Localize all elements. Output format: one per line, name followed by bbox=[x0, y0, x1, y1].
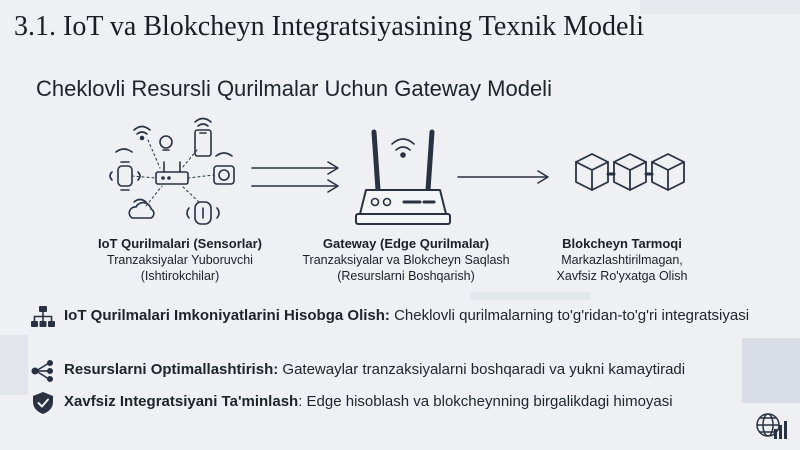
node-description: Xavfsiz Ro'yxatga Olish bbox=[556, 269, 688, 283]
arrow-right-icon bbox=[251, 161, 339, 193]
gateway-diagram: IoT Qurilmalari (Sensorlar) Tranzaksiyal… bbox=[0, 110, 800, 290]
shield-check-icon bbox=[33, 392, 53, 414]
diagram-graphics bbox=[109, 117, 685, 225]
blockchain-label: Blokcheyn Tarmoqi Markazlashtirilmagan, … bbox=[536, 236, 708, 284]
slide-subtitle: Cheklovli Resursli Qurilmalar Uchun Gate… bbox=[36, 76, 552, 101]
bullet-item: IoT Qurilmalari Imkoniyatlarini Hisobga … bbox=[30, 306, 750, 329]
globe-chart-icon bbox=[756, 413, 787, 439]
node-description: (Resurslarni Boshqarish) bbox=[337, 269, 475, 283]
iot-devices-icon bbox=[109, 117, 235, 225]
node-description: Markazlashtirilmagan, bbox=[561, 253, 683, 267]
bullet-item: Resurslarni Optimallashtirish: Gatewayla… bbox=[30, 360, 750, 383]
bullet-item: Xavfsiz Integratsiyani Ta'minlash: Edge … bbox=[30, 392, 750, 415]
gateway-router-icon bbox=[355, 129, 451, 225]
arrow-right-icon bbox=[457, 170, 549, 184]
blockchain-cubes-icon bbox=[575, 153, 685, 191]
node-description: (Ishtirokchilar) bbox=[140, 269, 220, 283]
background-block bbox=[0, 335, 28, 395]
node-description: Tranzaksiyalar va Blokcheyn Saqlash bbox=[302, 253, 510, 267]
bullet-text: Resurslarni Optimallashtirish: Gatewayla… bbox=[64, 360, 685, 379]
bullet-text: Xavfsiz Integratsiyani Ta'minlash: Edge … bbox=[64, 392, 673, 411]
background-block bbox=[470, 292, 590, 300]
iot-devices-label: IoT Qurilmalari (Sensorlar) Tranzaksiyal… bbox=[80, 236, 280, 284]
slide-title: 3.1. IoT va Blokcheyn Integratsiyasining… bbox=[14, 11, 645, 42]
gateway-label: Gateway (Edge Qurilmalar) Tranzaksiyalar… bbox=[288, 236, 524, 284]
node-heading: IoT Qurilmalari (Sensorlar) bbox=[98, 236, 262, 251]
node-description: Tranzaksiyalar Yuboruvchi bbox=[107, 253, 253, 267]
bullet-description: Cheklovli qurilmalarning to'g'ridan-to'g… bbox=[389, 307, 750, 324]
bullet-heading: Xavfsiz Integratsiyani Ta'minlash bbox=[64, 393, 299, 410]
bullet-description: : Edge hisoblash va blokcheynning birgal… bbox=[298, 393, 673, 410]
hierarchy-icon bbox=[31, 306, 55, 327]
background-block bbox=[742, 338, 800, 403]
bullet-text: IoT Qurilmalari Imkoniyatlarini Hisobga … bbox=[64, 306, 749, 325]
node-heading: Blokcheyn Tarmoqi bbox=[562, 236, 682, 251]
share-network-icon bbox=[31, 360, 53, 382]
bullet-heading: Resurslarni Optimallashtirish: bbox=[64, 361, 279, 378]
background-block bbox=[640, 0, 800, 14]
node-heading: Gateway (Edge Qurilmalar) bbox=[322, 236, 490, 251]
bullet-description: Gatewaylar tranzaksiyalarni boshqaradi v… bbox=[278, 361, 686, 378]
bullet-heading: IoT Qurilmalari Imkoniyatlarini Hisobga … bbox=[64, 307, 390, 324]
